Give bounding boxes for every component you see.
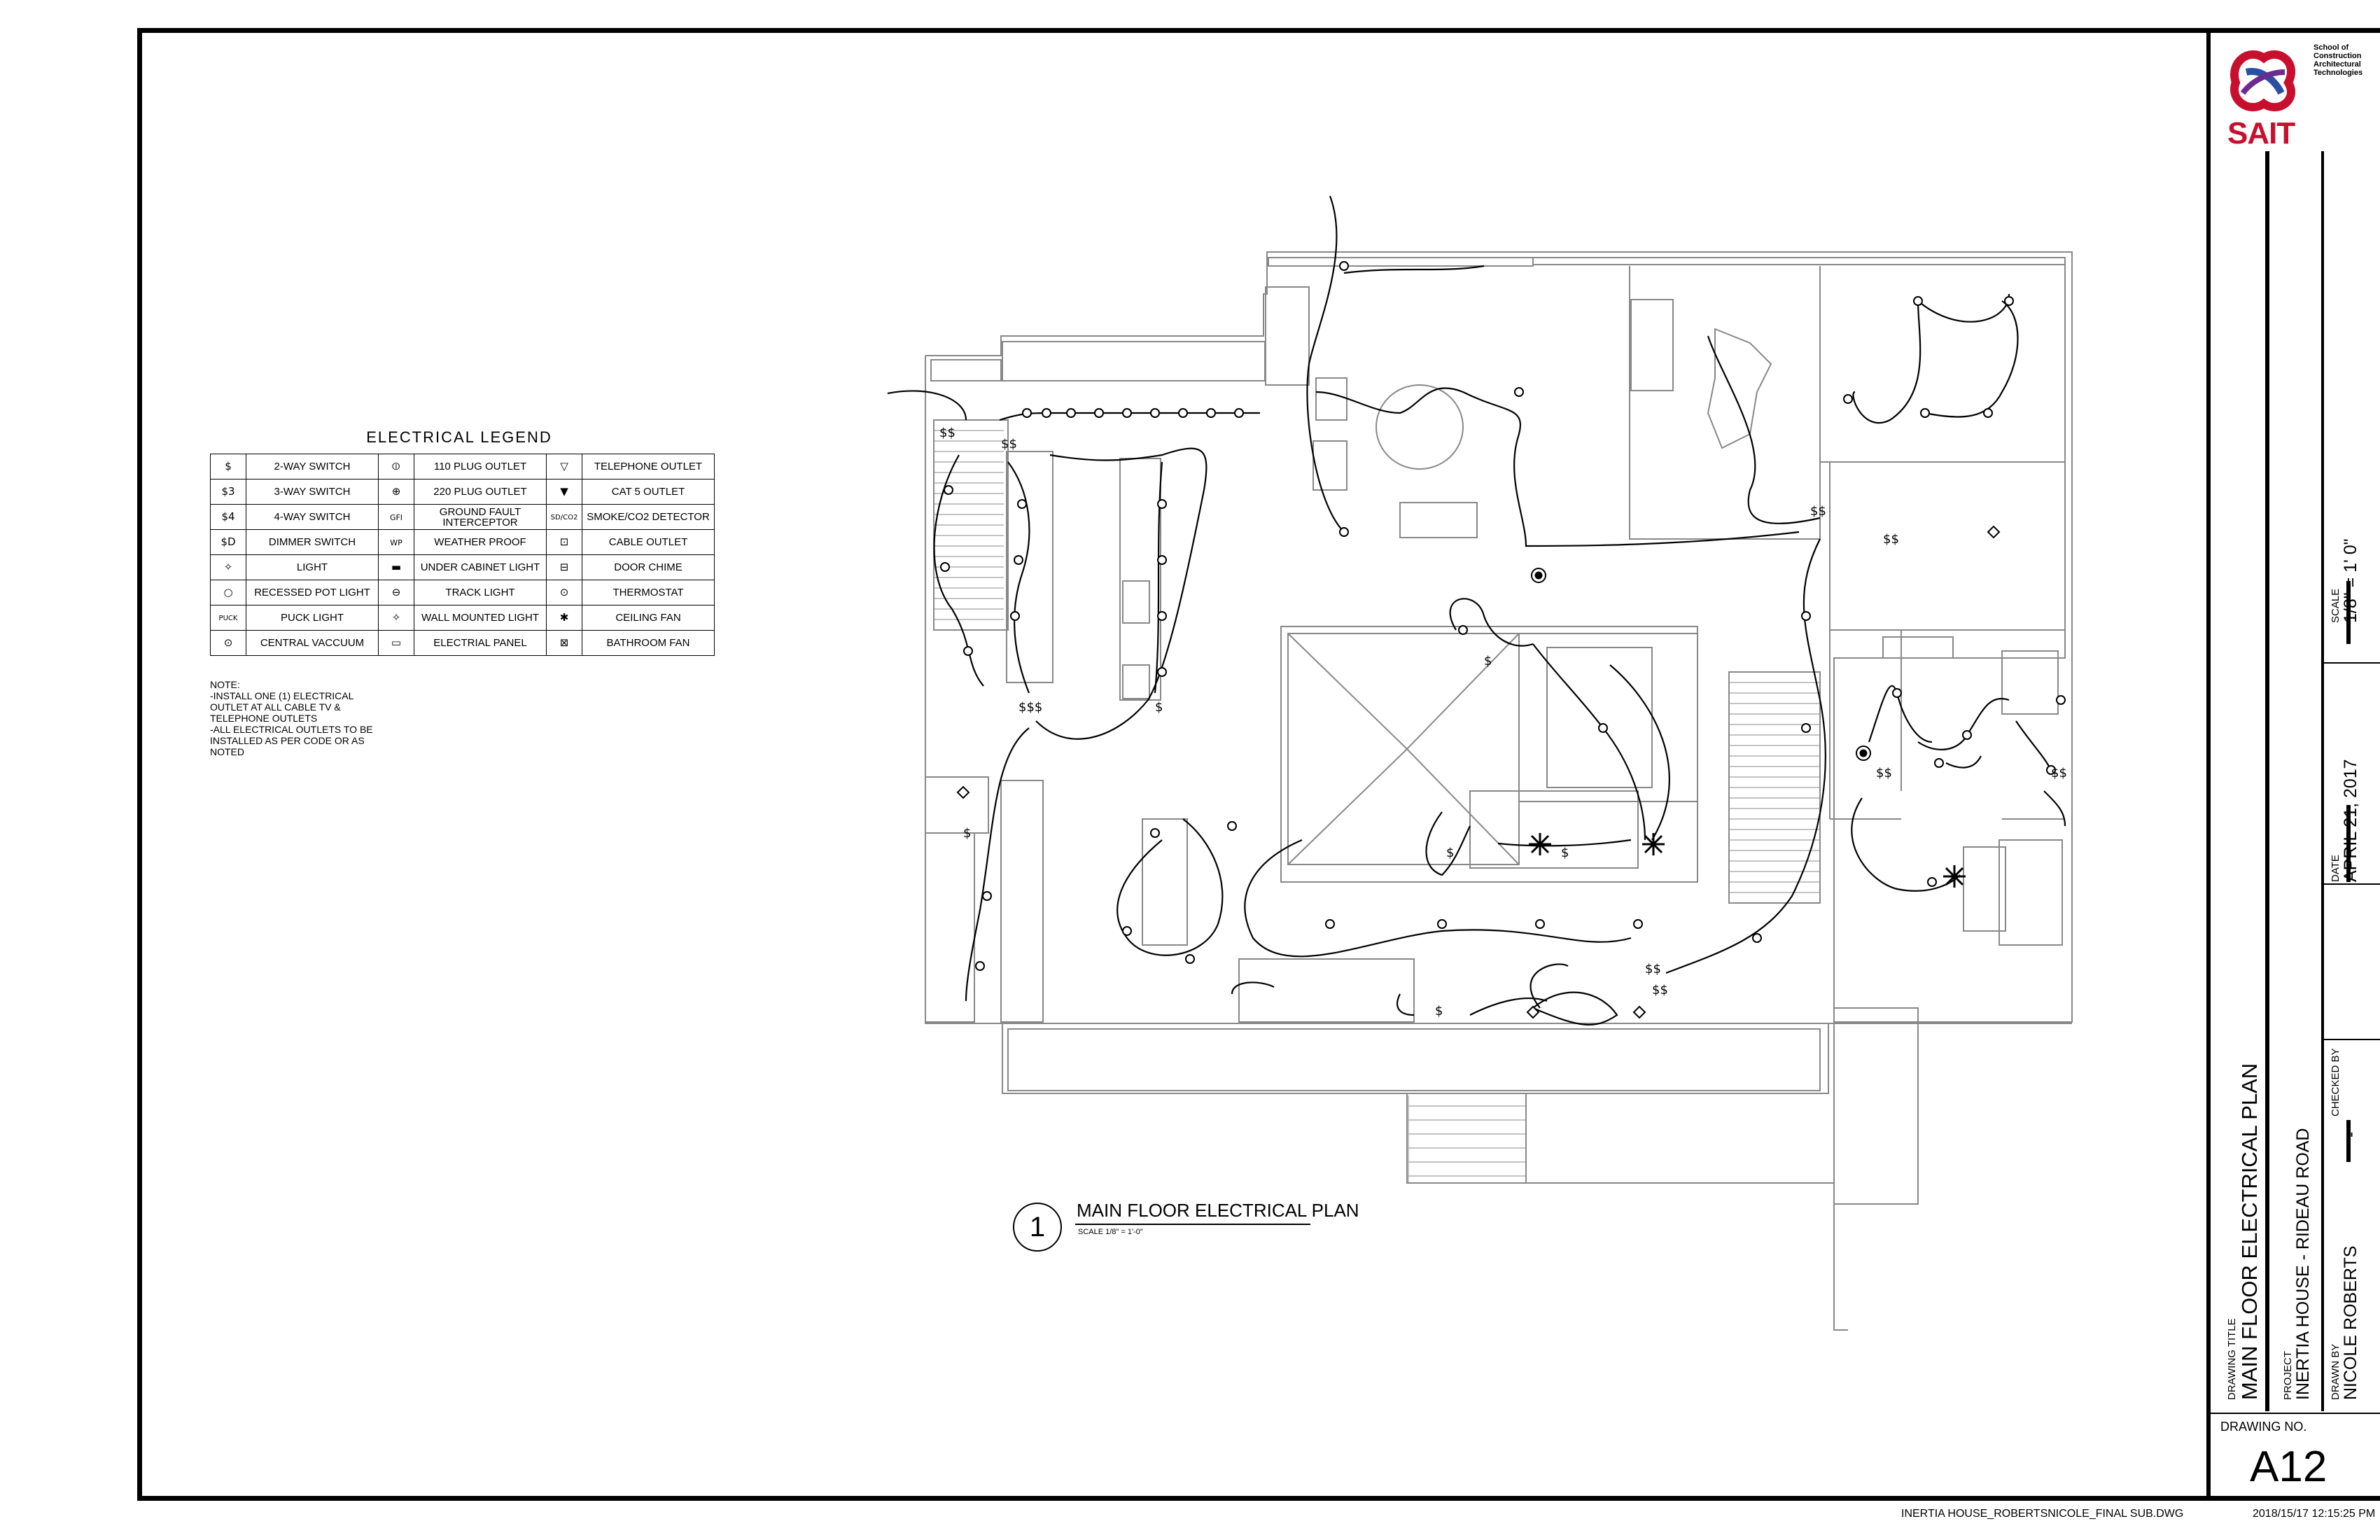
title-block-divider bbox=[2324, 662, 2380, 664]
floor-plan-drawing: $$ $$ $$$ $ $ $ $ $$ $$ $$ $$ $$ $$ $ $ bbox=[887, 195, 2073, 1331]
legend-label: CENTRAL VACCUUM bbox=[246, 630, 379, 656]
legend-table: $2-WAY SWITCH⦶110 PLUG OUTLET▽TELEPHONE … bbox=[210, 454, 715, 656]
pot-icon: ○ bbox=[210, 580, 246, 606]
legend-label: GROUND FAULT INTERCEPTOR bbox=[414, 504, 547, 530]
legend-label: 110 PLUG OUTLET bbox=[414, 454, 547, 479]
legend-row: ✧LIGHT▬UNDER CABINET LIGHT⊟DOOR CHIME bbox=[210, 554, 715, 580]
legend-label: LIGHT bbox=[246, 554, 379, 580]
smoke-icon: SD/CO2 bbox=[546, 504, 582, 530]
sait-logo-text: SAIT bbox=[2227, 116, 2295, 150]
legend-row: $2-WAY SWITCH⦶110 PLUG OUTLET▽TELEPHONE … bbox=[210, 454, 715, 479]
project-value: INERTIA HOUSE - RIDEAU ROAD bbox=[2293, 1128, 2313, 1401]
legend-row: ○RECESSED POT LIGHT⊖TRACK LIGHT⊙THERMOST… bbox=[210, 580, 715, 606]
drawing-title-value: MAIN FLOOR ELECTRICAL PLAN bbox=[2237, 1063, 2262, 1400]
legend-label: ELECTRIAL PANEL bbox=[414, 630, 547, 656]
note-item: -INSTALL ONE (1) ELECTRICAL OUTLET AT AL… bbox=[210, 690, 354, 724]
date-bar bbox=[2346, 805, 2351, 882]
title-block bbox=[2206, 28, 2380, 1501]
plan-title: MAIN FLOOR ELECTRICAL PLAN bbox=[1077, 1200, 1359, 1221]
legend-label: BATHROOM FAN bbox=[582, 630, 715, 656]
svg-text:$: $ bbox=[1561, 846, 1569, 860]
svg-text:$$: $$ bbox=[1876, 766, 1892, 780]
legend-note: NOTE: -INSTALL ONE (1) ELECTRICAL OUTLET… bbox=[210, 679, 441, 757]
title-block-divider bbox=[2211, 1413, 2380, 1414]
fan-icon: ✱ bbox=[546, 605, 582, 631]
svg-text:$: $ bbox=[1484, 654, 1492, 668]
checked-by-value: - bbox=[2341, 1131, 2360, 1138]
legend-label: THERMOSTAT bbox=[582, 580, 715, 606]
svg-text:$: $ bbox=[1155, 700, 1163, 715]
thermo-icon: ⊙ bbox=[546, 580, 582, 606]
legend-label: DOOR CHIME bbox=[582, 554, 715, 580]
plug220-icon: ⊕ bbox=[378, 479, 414, 505]
dimmer-icon: $D bbox=[210, 529, 246, 555]
panel-icon: ▭ bbox=[378, 630, 414, 656]
legend-label: 2-WAY SWITCH bbox=[246, 454, 379, 479]
legend-label: 3-WAY SWITCH bbox=[246, 479, 379, 505]
footer-file-name: INERTIA HOUSE_ROBERTSNICOLE_FINAL SUB.DW… bbox=[1901, 1508, 2184, 1520]
date-label: DATE bbox=[2330, 855, 2342, 882]
switch3-icon: $3 bbox=[210, 479, 246, 505]
project-label: PROJECT bbox=[2282, 1350, 2294, 1400]
drawing-title-label: DRAWING TITLE bbox=[2226, 1318, 2238, 1400]
school-name: School of Construction Architectural Tec… bbox=[2314, 43, 2363, 77]
legend-label: SMOKE/CO2 DETECTOR bbox=[582, 504, 715, 530]
title-block-divider bbox=[2321, 151, 2324, 1411]
scale-bar bbox=[2346, 581, 2351, 644]
svg-text:$$: $$ bbox=[939, 426, 955, 440]
scale-value: 1/8" = 1' 0" bbox=[2341, 538, 2360, 623]
svg-text:$: $ bbox=[1435, 1004, 1443, 1018]
title-block-divider bbox=[2265, 151, 2269, 1411]
svg-text:$$: $$ bbox=[1810, 504, 1826, 519]
legend-label: CAT 5 OUTLET bbox=[582, 479, 715, 505]
sait-logo-icon bbox=[2230, 50, 2296, 112]
title-block-divider bbox=[2324, 1039, 2380, 1040]
ucl-icon: ▬ bbox=[378, 554, 414, 580]
svg-text:$$: $$ bbox=[1652, 983, 1668, 997]
date-value: APRIL 21, 2017 bbox=[2341, 759, 2360, 882]
wall-icon: ✧ bbox=[378, 605, 414, 631]
checked-by-label: CHECKED BY bbox=[2330, 1048, 2342, 1116]
chime-icon: ⊟ bbox=[546, 554, 582, 580]
svg-text:$$: $$ bbox=[1645, 962, 1661, 976]
sheet-border bbox=[137, 28, 2380, 1501]
vac-icon: ⊙ bbox=[210, 630, 246, 656]
footer-timestamp: 2018/15/17 12:15:25 PM bbox=[2253, 1508, 2376, 1520]
title-block-divider bbox=[2324, 883, 2380, 885]
svg-text:$$$: $$$ bbox=[1018, 700, 1042, 715]
bathfan-icon: ⊠ bbox=[546, 630, 582, 656]
legend-label: DIMMER SWITCH bbox=[246, 529, 379, 555]
svg-text:$$: $$ bbox=[2051, 766, 2067, 780]
legend-label: 220 PLUG OUTLET bbox=[414, 479, 547, 505]
svg-text:$$: $$ bbox=[1883, 532, 1899, 547]
scale-label: SCALE bbox=[2330, 588, 2342, 623]
plan-number: 1 bbox=[1013, 1203, 1062, 1252]
svg-text:$$: $$ bbox=[1001, 437, 1017, 451]
legend-title: ELECTRICAL LEGEND bbox=[366, 428, 552, 446]
plan-scale: SCALE 1/8" = 1'-0" bbox=[1078, 1228, 1143, 1236]
svg-text:$: $ bbox=[1446, 846, 1454, 860]
checked-bar bbox=[2346, 1120, 2351, 1162]
drawing-no-value: A12 bbox=[2250, 1443, 2328, 1491]
note-item: -ALL ELECTRICAL OUTLETS TO BE INSTALLED … bbox=[210, 724, 373, 757]
drawing-no-label: DRAWING NO. bbox=[2220, 1420, 2307, 1434]
drawn-by-value: NICOLE ROBERTS bbox=[2341, 1245, 2360, 1400]
legend-label: TELEPHONE OUTLET bbox=[582, 454, 715, 479]
plan-title-underline bbox=[1075, 1224, 1310, 1225]
legend-row: ⊙CENTRAL VACCUUM▭ELECTRIAL PANEL⊠BATHROO… bbox=[210, 630, 715, 656]
drawn-by-label: DRAWN BY bbox=[2330, 1343, 2342, 1400]
legend-label: WEATHER PROOF bbox=[414, 529, 547, 555]
legend-label: 4-WAY SWITCH bbox=[246, 504, 379, 530]
svg-text:$: $ bbox=[963, 826, 971, 841]
note-heading: NOTE: bbox=[210, 679, 240, 690]
